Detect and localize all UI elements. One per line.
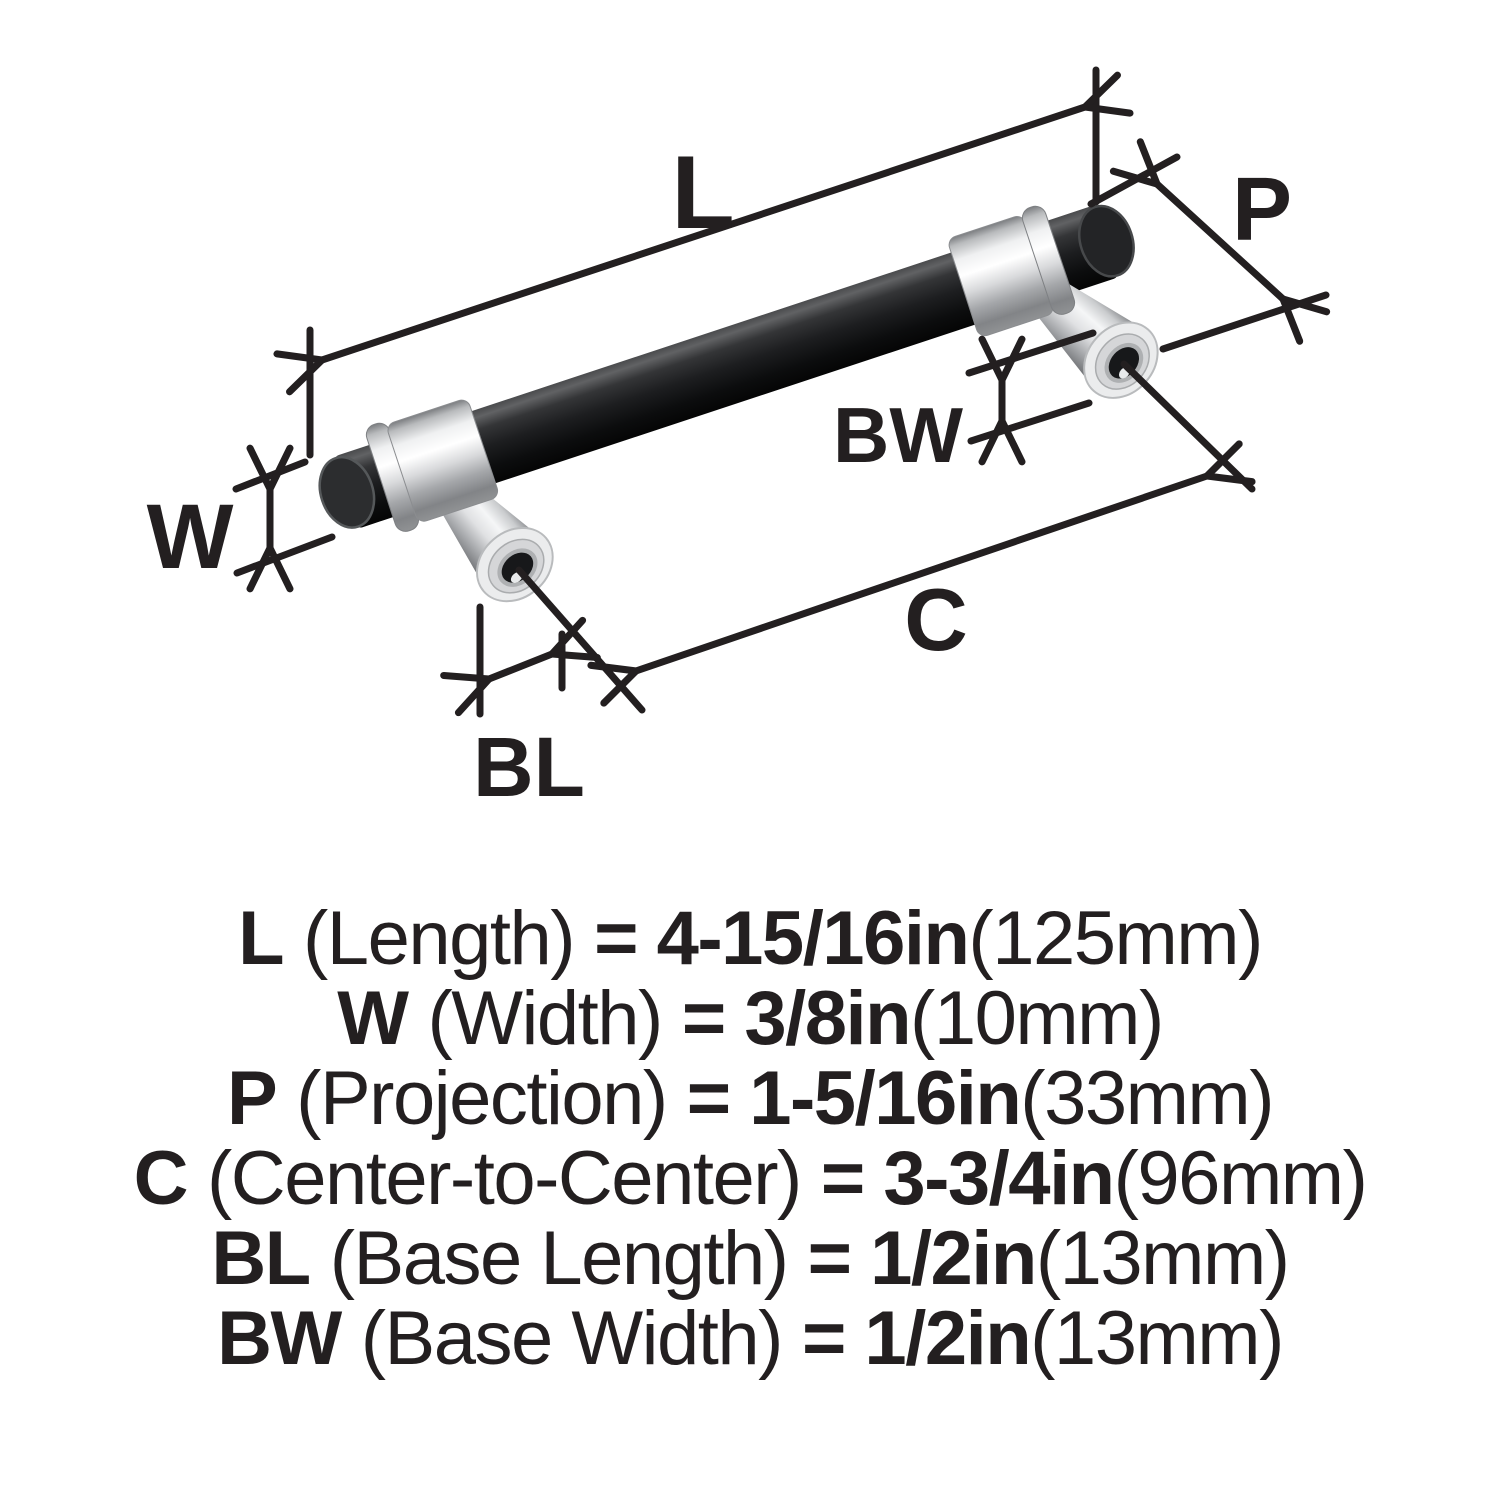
spec-metric: (10mm): [910, 976, 1164, 1061]
pull-dimension-diagram: L P W C BW BL: [147, 66, 1331, 814]
dim-c-leader-right: [1120, 360, 1256, 493]
dimension-lines: [232, 66, 1331, 718]
spec-code: L: [238, 896, 284, 981]
bar-end-face-left: [318, 455, 376, 529]
dim-c-leader-left: [515, 566, 646, 714]
spec-row-center-to-center: C(Center-to-Center)= 3-3/4in(96mm): [0, 1139, 1500, 1219]
dim-label-l: L: [671, 135, 735, 251]
dim-bl-arrow-line: [440, 616, 601, 717]
dim-bw-ext-lower: [967, 399, 1093, 445]
spec-code: BW: [217, 1296, 342, 1381]
spec-metric: (96mm): [1113, 1136, 1368, 1221]
spec-code: W: [337, 976, 409, 1061]
spec-row-projection: P(Projection)= 1-5/16in(33mm): [0, 1059, 1500, 1139]
spec-name: (Projection): [296, 1056, 668, 1141]
spec-name: (Center-to-Center): [207, 1136, 802, 1221]
spec-code: C: [133, 1136, 189, 1221]
dim-c-arrow-line: [587, 440, 1256, 707]
spec-row-width: W(Width)= 3/8in(10mm): [0, 979, 1500, 1059]
spec-value: = 1/2in: [807, 1216, 1038, 1301]
spec-value: = 4-15/16in: [594, 896, 970, 981]
dim-label-w: W: [147, 486, 234, 588]
dim-label-bw: BW: [833, 391, 963, 479]
spec-code: BL: [211, 1216, 311, 1301]
handle-illustration: [318, 204, 1159, 603]
spec-metric: (13mm): [1030, 1296, 1284, 1381]
spec-name: (Base Width): [360, 1296, 784, 1381]
spec-value: = 1-5/16in: [686, 1056, 1022, 1141]
spec-row-base-width: BW(Base Width)= 1/2in(13mm): [0, 1299, 1500, 1379]
spec-name: (Width): [427, 976, 663, 1061]
dim-w-ext-upper: [232, 458, 309, 493]
dim-label-c: C: [904, 570, 968, 669]
spec-value: = 3-3/4in: [820, 1136, 1115, 1221]
collar-left-body: [387, 399, 499, 522]
spec-metric: (125mm): [968, 896, 1263, 981]
spec-list: L(Length)= 4-15/16in(125mm) W(Width)= 3/…: [0, 899, 1500, 1379]
dim-w-ext-lower: [233, 533, 336, 577]
dim-p-ext-lower: [1159, 291, 1330, 353]
dim-p-arrow-line: [1109, 138, 1331, 345]
spec-metric: (33mm): [1020, 1056, 1274, 1141]
spec-value: = 1/2in: [801, 1296, 1032, 1381]
dim-l-arrow-line: [273, 71, 1134, 396]
spec-name: (Length): [303, 896, 576, 981]
spec-code: P: [226, 1056, 278, 1141]
dim-p-ext-upper: [1087, 153, 1181, 208]
spec-row-base-length: BL(Base Length)= 1/2in(13mm): [0, 1219, 1500, 1299]
dim-label-p: P: [1232, 160, 1292, 260]
spec-value: = 3/8in: [681, 976, 912, 1061]
dim-label-bl: BL: [473, 720, 585, 814]
spec-row-length: L(Length)= 4-15/16in(125mm): [0, 899, 1500, 979]
spec-name: (Base Length): [329, 1216, 789, 1301]
dimension-labels: L P W C BW BL: [147, 135, 1292, 814]
spec-metric: (13mm): [1035, 1216, 1290, 1301]
